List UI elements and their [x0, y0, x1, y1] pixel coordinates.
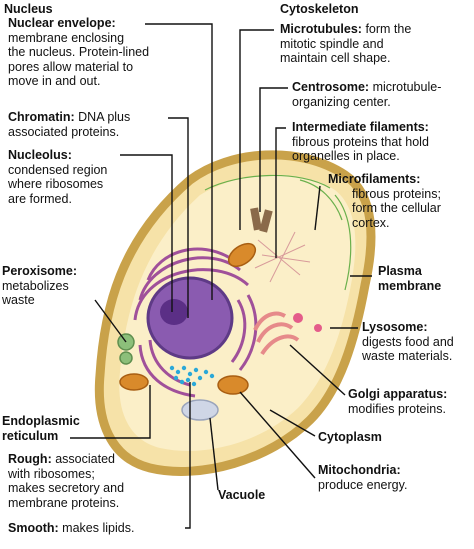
label-text: form the cellular [352, 201, 441, 215]
label-cytoskeleton-title: Cytoskeleton [280, 2, 359, 16]
rough-er-shape [133, 247, 258, 398]
vacuole-shape [181, 399, 219, 421]
label-text: modifies proteins. [348, 401, 446, 416]
label-text: makes lipids. [62, 521, 135, 535]
label-text: metabolizes [2, 278, 69, 293]
label-text: associated proteins. [8, 124, 120, 139]
label-microfilaments-title: Microfilaments: [328, 172, 421, 186]
label-plasma-membrane: Plasma membrane [378, 264, 441, 293]
label-text: associated [55, 452, 115, 466]
label-er-title-2: reticulum [2, 428, 59, 443]
label-vacuole-title: Vacuole [218, 488, 266, 502]
label-smooth-title: Smooth: [8, 521, 59, 535]
label-er-title-1: Endoplasmic [2, 414, 80, 428]
label-text: membrane proteins. [8, 495, 120, 510]
label-endoplasmic-reticulum: Endoplasmic reticulum [2, 414, 80, 443]
label-text: waste materials. [362, 349, 453, 363]
label-golgi: Golgi apparatus: modifies proteins. [348, 387, 447, 416]
label-nucleus-title: Nucleus [4, 2, 53, 16]
label-chromatin: Chromatin: DNA plus associated proteins. [8, 110, 130, 139]
label-text: condensed region [8, 162, 108, 177]
label-golgi-title: Golgi apparatus: [348, 387, 448, 401]
label-text: DNA plus [78, 110, 131, 124]
label-text: form the [365, 22, 412, 36]
label-microtubules: Microtubules: form the mitotic spindle a… [280, 22, 411, 66]
label-cytoplasm: Cytoplasm [318, 430, 382, 445]
label-text: pores allow material to [8, 59, 134, 74]
intermediate-filaments-shape [254, 231, 311, 283]
label-nuclear-envelope-title: Nuclear envelope: [8, 16, 116, 30]
label-nucleolus-title: Nucleolus: [8, 148, 72, 162]
label-text: organelles in place. [292, 149, 400, 163]
label-text: where ribosomes [8, 177, 104, 191]
label-centrosome: Centrosome: microtubule- organizing cent… [292, 80, 441, 109]
label-text: move in and out. [8, 74, 101, 88]
label-smooth-er: Smooth: makes lipids. [8, 521, 134, 536]
label-text: fibrous proteins that hold [292, 134, 429, 149]
microfilaments-shape [204, 174, 352, 291]
label-microtubules-title: Microtubules: [280, 22, 362, 36]
label-microfilaments: Microfilaments: fibrous proteins; form t… [328, 172, 441, 230]
label-cytoplasm-title: Cytoplasm [318, 430, 382, 444]
label-text: produce energy. [318, 477, 408, 492]
label-nucleus: Nucleus [4, 2, 53, 17]
label-text: microtubule- [372, 80, 442, 94]
label-rough-er: Rough: associated with ribosomes; makes … [8, 452, 124, 510]
label-text: makes secretory and [8, 481, 125, 495]
label-peroxisome-title: Peroxisome: [2, 264, 78, 278]
centrosome-shape [250, 207, 273, 233]
label-text: the nucleus. Protein-lined [8, 45, 150, 59]
label-peroxisome: Peroxisome: metabolizes waste [2, 264, 77, 308]
label-centrosome-title: Centrosome: [292, 80, 370, 94]
label-text: membrane enclosing [8, 30, 125, 45]
label-text: mitotic spindle and [280, 36, 384, 51]
label-cytoskeleton: Cytoskeleton [280, 2, 359, 17]
nucleus-shape [146, 276, 234, 360]
label-plasma-title-1: Plasma [378, 264, 422, 278]
label-lysosome-title: Lysosome: [362, 320, 428, 334]
label-plasma-title-2: membrane [378, 278, 442, 293]
label-nucleolus: Nucleolus: condensed region where riboso… [8, 148, 107, 206]
label-lysosome: Lysosome: digests food and waste materia… [362, 320, 454, 364]
label-text: maintain cell shape. [280, 51, 391, 65]
label-mitochondria-title: Mitochondria: [318, 463, 401, 477]
label-text: waste [2, 293, 35, 307]
label-intermediate-filaments: Intermediate filaments: fibrous proteins… [292, 120, 429, 164]
label-rough-title: Rough: [8, 452, 52, 466]
label-text: organizing center. [292, 94, 391, 109]
peroxisome-shape-2 [119, 351, 133, 365]
label-text: cortex. [352, 215, 390, 230]
label-vacuole: Vacuole [218, 488, 265, 503]
label-text: are formed. [8, 191, 72, 206]
label-text: with ribosomes; [8, 466, 95, 481]
label-mitochondria: Mitochondria: produce energy. [318, 463, 407, 492]
mitochondria-shapes [119, 242, 257, 395]
golgi-shape [253, 311, 300, 356]
label-text: digests food and [362, 334, 454, 349]
label-intermediate-filaments-title: Intermediate filaments: [292, 120, 429, 134]
lysosomes-shape [293, 313, 322, 332]
label-nuclear-envelope: Nuclear envelope: membrane enclosing the… [8, 16, 149, 89]
label-chromatin-title: Chromatin: [8, 110, 75, 124]
leader-lines [70, 23, 372, 529]
label-text: fibrous proteins; [352, 186, 441, 201]
ribosomes-shape [169, 365, 215, 387]
